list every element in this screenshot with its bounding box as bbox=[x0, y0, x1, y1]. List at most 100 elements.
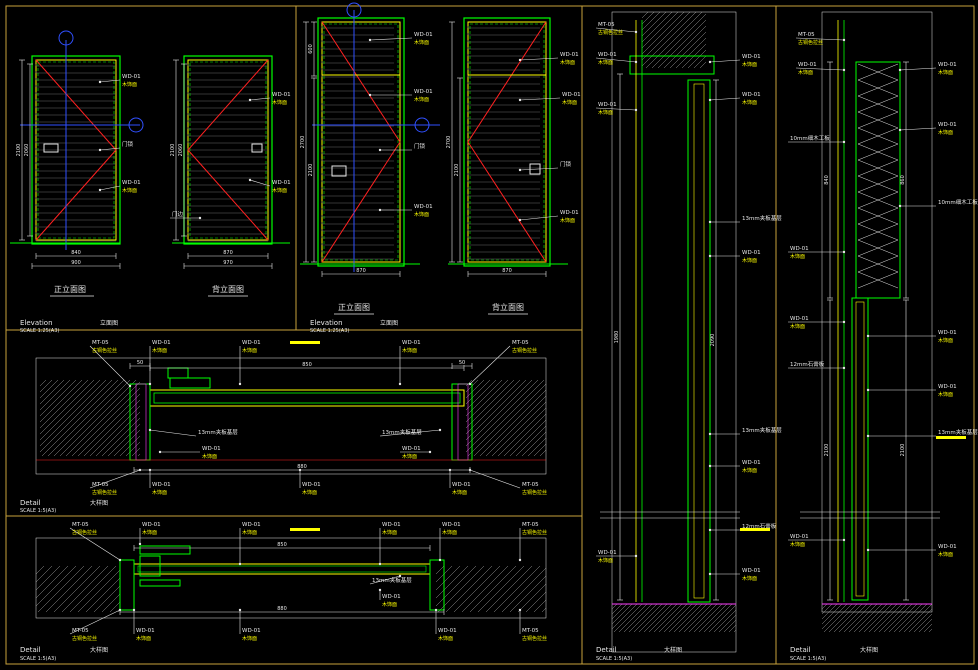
det1-tag9-dot bbox=[428, 450, 432, 454]
elev1-tag4-text: 木饰面 bbox=[272, 99, 287, 106]
det2-tag3-dot bbox=[238, 562, 242, 566]
hatch-line bbox=[823, 604, 853, 632]
det2-scale: SCALE 1:5(A3) bbox=[20, 656, 56, 662]
hatch-line bbox=[109, 601, 120, 612]
hatch-line bbox=[192, 380, 268, 456]
hatch-line bbox=[642, 12, 655, 25]
grain-line bbox=[187, 78, 268, 81]
sec2-tag9-code: WD-01 bbox=[938, 122, 957, 128]
det1-tag12-dot bbox=[298, 468, 302, 472]
det1-tag14-leader bbox=[469, 469, 521, 489]
elev2-tag7-dot bbox=[518, 168, 522, 172]
hatch-line bbox=[708, 604, 736, 632]
door-core-section-2 bbox=[855, 301, 865, 597]
hatch-line bbox=[663, 604, 693, 632]
elev1-back-door-swing bbox=[187, 149, 269, 241]
grain-line bbox=[467, 166, 540, 169]
hatch-line bbox=[40, 380, 71, 411]
hatch-line bbox=[174, 380, 250, 456]
hatch-line bbox=[437, 566, 485, 612]
elev2-tag1-code: WD-01 bbox=[414, 32, 433, 38]
grain-line bbox=[187, 155, 268, 158]
hatch-line bbox=[466, 380, 497, 411]
grain-line bbox=[35, 64, 116, 67]
grain-line bbox=[321, 138, 394, 141]
hatch-line bbox=[623, 604, 653, 632]
det2-tag1-dot bbox=[118, 558, 122, 562]
elev2-tag2-code: WD-01 bbox=[414, 89, 433, 95]
lattice-line bbox=[857, 255, 899, 273]
hatch-line bbox=[497, 407, 546, 456]
hatch-line bbox=[590, 566, 636, 612]
grain-line bbox=[467, 131, 540, 134]
det1-w2-value: 880 bbox=[297, 464, 307, 470]
section-marker bbox=[128, 117, 144, 133]
grain-line bbox=[321, 250, 394, 253]
hatch-line bbox=[125, 441, 140, 456]
hatch-line bbox=[119, 435, 140, 456]
hatch-line bbox=[477, 566, 525, 612]
hatch-line bbox=[40, 380, 95, 435]
grain-line bbox=[321, 89, 394, 92]
hatch-line bbox=[822, 604, 828, 610]
elev1-tag5-dot bbox=[248, 178, 252, 182]
sec1-tag1-text: 古铜色拉丝 bbox=[598, 29, 623, 36]
elev2-back-h1-value: 2700 bbox=[446, 136, 452, 149]
sec1-scale: SCALE 1:5(A3) bbox=[596, 656, 632, 662]
ceiling-hatch bbox=[642, 12, 706, 68]
hatch-line bbox=[651, 13, 706, 68]
sec2-tag10-code: 10mm细木工板 bbox=[938, 198, 978, 206]
jamb-left-2 bbox=[119, 559, 135, 611]
hatch-line bbox=[648, 604, 678, 632]
sec2-tag11-text: 木饰面 bbox=[938, 337, 953, 344]
sec2-d5-value: 860 bbox=[900, 175, 906, 185]
hatch-line bbox=[101, 417, 140, 456]
hatch-line bbox=[828, 604, 858, 632]
accent-bar bbox=[936, 436, 966, 439]
hatch-line bbox=[949, 604, 977, 632]
grain-line bbox=[467, 40, 540, 43]
elev1-h2-value: 2060 bbox=[24, 144, 30, 157]
elev2-tag5-dot bbox=[518, 58, 522, 62]
det1-tag1-code: MT-05 bbox=[92, 340, 109, 346]
sec1-caption-sub: 大样图 bbox=[664, 646, 682, 654]
det2-tag2-text: 木饰面 bbox=[142, 529, 157, 536]
grain-line bbox=[187, 99, 268, 102]
elev2-tag1-text: 木饰面 bbox=[414, 39, 429, 46]
grain-line bbox=[35, 120, 116, 123]
hatch-line bbox=[618, 380, 694, 456]
det2-tag5-text: 木饰面 bbox=[442, 529, 457, 536]
grain-line bbox=[467, 257, 540, 260]
det2-tag9-text: 古铜色拉丝 bbox=[72, 635, 97, 642]
det1-tag10-dot bbox=[138, 468, 142, 472]
det2-tag11-text: 木饰面 bbox=[242, 635, 257, 642]
grain-line bbox=[35, 85, 116, 88]
hatch-line bbox=[40, 380, 113, 453]
sec2-tag1-code: MT-05 bbox=[798, 32, 815, 38]
hatch-line bbox=[479, 389, 546, 456]
elev2-front-door-frame-outer bbox=[317, 17, 405, 267]
hatch-line bbox=[71, 387, 140, 456]
hatch-line bbox=[613, 604, 643, 632]
grain-line bbox=[35, 239, 116, 242]
elev2-tag8-leader bbox=[519, 215, 559, 221]
hatch-line bbox=[527, 437, 546, 456]
hatch-line bbox=[158, 566, 204, 612]
hatch-line bbox=[156, 380, 232, 456]
elev2-h1-value: 2700 bbox=[300, 136, 306, 149]
door-section bbox=[687, 79, 711, 603]
section2-extent bbox=[821, 11, 933, 613]
grain-line bbox=[35, 197, 116, 200]
sec2-tag8-code: WD-01 bbox=[938, 62, 957, 68]
grain-line bbox=[321, 215, 394, 218]
grain-line bbox=[467, 33, 540, 36]
hatch-line bbox=[728, 624, 736, 632]
jamb-right-core bbox=[457, 383, 469, 461]
det1-caption-sub: 大样图 bbox=[90, 499, 108, 507]
hatch-line bbox=[466, 380, 473, 387]
hatch-line bbox=[558, 380, 634, 456]
lattice-line bbox=[857, 95, 899, 113]
hatch-line bbox=[53, 566, 101, 612]
elev1-h1-value: 2100 bbox=[16, 144, 22, 157]
